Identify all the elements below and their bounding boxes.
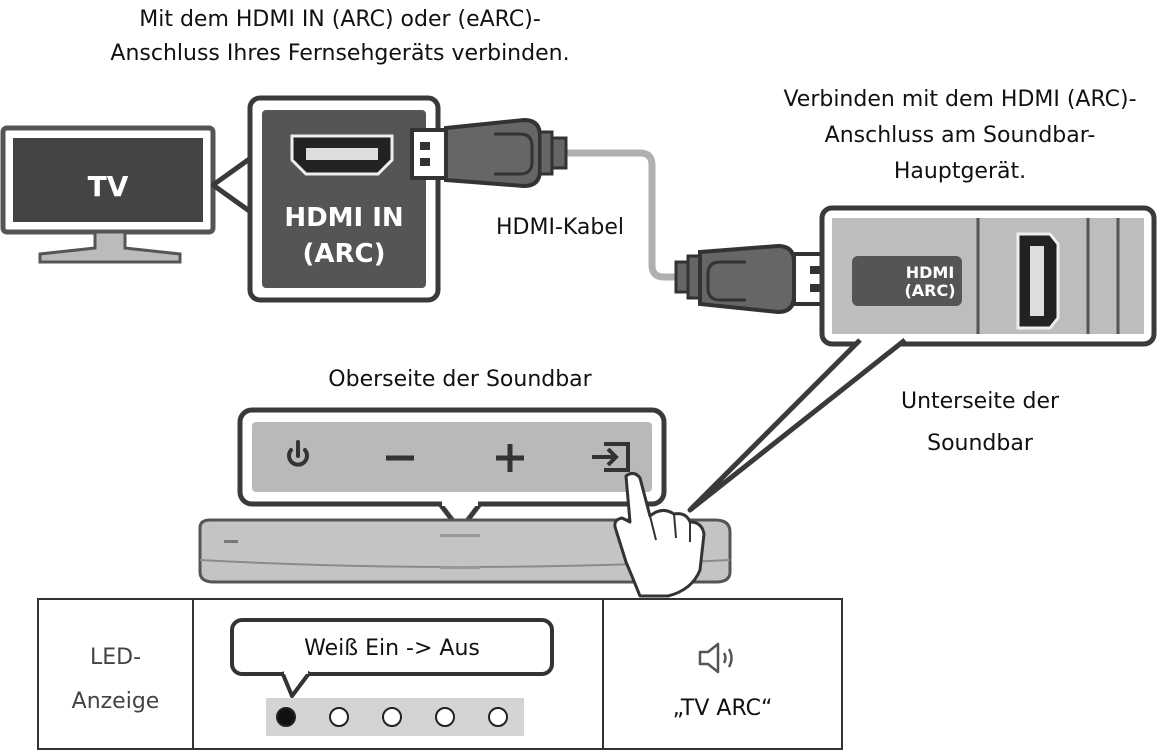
led-label-line1: LED- [89,645,142,670]
hdmi-cable-label: HDMI-Kabel [495,215,625,240]
voice-prompt-cell: „TV ARC“ [604,600,841,748]
source-button[interactable] [592,442,630,472]
soundbar-port-label-box [852,256,962,306]
tv-illustration: TV [0,125,216,264]
soundbar-connect-caption-line1: Verbinden mit dem HDMI (ARC)- [783,87,1137,112]
tv-connect-caption-line2: Anschluss Ihres Fernsehgeräts verbinden. [110,41,570,66]
tv-port-label-line1: HDMI IN [284,203,403,233]
voice-prompt-text: „TV ARC“ [672,696,773,721]
power-button[interactable] [287,440,309,467]
power-icon [287,448,309,467]
led-dot-2 [329,707,349,727]
led-dots [276,707,508,727]
bottom-of-soundbar-label-line1: Unterseite der [900,389,1060,414]
tv-side-hdmi-plug [410,128,448,180]
speaker-sound-icon [698,642,733,674]
tv-connect-caption-line1: Mit dem HDMI IN (ARC) oder (eARC)- [139,7,541,32]
soundbar-connect-caption-line2: Anschluss am Soundbar- [824,123,1096,148]
top-of-soundbar-label: Oberseite der Soundbar [328,367,592,392]
hdmi-cable [410,117,830,315]
volume-up-button[interactable] [496,444,524,472]
soundbar-top-panel [237,407,667,533]
tv-port-label-line2: (ARC) [303,239,386,269]
led-label-line2: Anzeige [71,689,160,714]
led-dot-1 [276,707,296,727]
soundbar-port-label-line2: (ARC) [904,281,955,300]
connection-diagram: TV HDMI IN (ARC) [0,95,1157,598]
led-label-cell: LED- Anzeige [39,600,194,748]
led-indicator-table: LED- Anzeige Weiß Ein -> Aus „TV ARC“ [37,598,843,750]
bottom-of-soundbar-label-line2: Soundbar [927,431,1033,456]
bottom-callout-pointer [687,338,907,513]
hand-pointer-icon [613,471,706,598]
status-bubble [230,618,554,676]
source-input-icon [592,442,630,472]
status-bubble-text: Weiß Ein -> Aus [304,636,480,661]
led-dot-3 [382,707,402,727]
soundbar-port-label-line1: HDMI [906,263,955,282]
led-status-cell: Weiß Ein -> Aus [194,600,604,748]
soundbar-bottom-port-panel: HDMI (ARC) [819,205,1157,347]
plus-icon [496,444,524,472]
led-dot-4 [435,707,455,727]
tv-hdmi-port-panel: HDMI IN (ARC) [247,95,441,303]
led-dot-5 [488,707,508,727]
tv-label: TV [88,170,129,203]
soundbar-connect-caption-line3: Hauptgerät. [893,159,1027,184]
